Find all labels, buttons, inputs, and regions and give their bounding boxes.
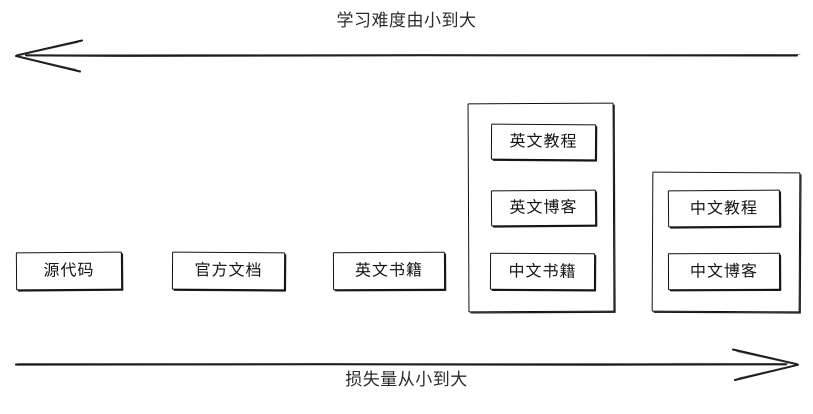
node-label: 中文教程: [689, 197, 759, 218]
node-english-blog[interactable]: 英文博客: [490, 189, 597, 227]
node-source-code[interactable]: 源代码: [15, 251, 123, 291]
node-chinese-books[interactable]: 中文书籍: [489, 252, 596, 291]
node-chinese-tutorial[interactable]: 中文教程: [667, 189, 781, 228]
node-label: 中文博客: [689, 260, 759, 281]
top-axis-arrow: [15, 39, 801, 73]
node-label: 英文书籍: [354, 260, 424, 280]
node-label: 官方文档: [194, 260, 263, 280]
arrow-right-icon: [732, 348, 799, 381]
arrow-left-icon: [15, 39, 83, 73]
node-label: 源代码: [43, 260, 95, 280]
node-label: 英文博客: [509, 197, 578, 217]
top-axis-label: 学习难度由小到大: [336, 11, 477, 31]
node-official-docs[interactable]: 官方文档: [171, 251, 286, 291]
node-english-books[interactable]: 英文书籍: [332, 251, 446, 291]
bottom-axis-label: 损失量从小到大: [345, 370, 468, 390]
node-label: 中文书籍: [508, 260, 577, 281]
node-english-tutorial[interactable]: 英文教程: [490, 123, 597, 161]
node-chinese-blog[interactable]: 中文博客: [667, 252, 781, 291]
bottom-axis-arrow: [14, 348, 799, 381]
node-label: 英文教程: [509, 131, 578, 151]
